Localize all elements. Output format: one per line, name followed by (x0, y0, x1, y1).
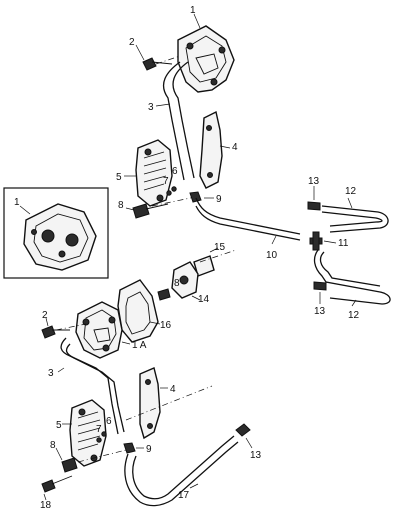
callout-2-bottom: 2 (42, 310, 48, 321)
callout-7-top: 7 (163, 176, 169, 187)
screw-8-top (132, 203, 169, 219)
callout-16: 16 (160, 320, 172, 331)
callout-3-top: 3 (148, 102, 154, 113)
callout-12-mid: 12 (348, 310, 360, 321)
washer-7-top (166, 190, 172, 196)
callout-6-top: 6 (172, 166, 178, 177)
callout-11: 11 (338, 238, 349, 249)
callout-4-bottom: 4 (170, 384, 176, 395)
callout-13-top: 13 (308, 176, 320, 187)
callout-1-top: 1 (190, 5, 196, 16)
fitting-13-mid (313, 281, 327, 291)
callout-17: 17 (178, 490, 190, 501)
callout-8-mid: 8 (174, 278, 180, 289)
gasket-16 (117, 279, 159, 343)
hose-12-lower (313, 249, 391, 305)
tee-fitting-11 (309, 231, 323, 251)
inset-panel (3, 187, 109, 279)
callout-5-top: 5 (116, 172, 122, 183)
callout-2-top: 2 (129, 37, 135, 48)
callout-9-top: 9 (216, 194, 222, 205)
screw-6-bottom (101, 431, 107, 437)
callout-14: 14 (198, 294, 210, 305)
connector-9-bottom (123, 442, 136, 454)
bolt-18 (41, 475, 73, 493)
bracket-4-bottom (139, 367, 161, 440)
callout-13-bottom: 13 (250, 450, 262, 461)
washer-7-bottom (96, 437, 102, 443)
fitting-13-bottom (235, 423, 251, 437)
fuel-pump-cover-1A (75, 301, 123, 359)
pump-14 (171, 261, 199, 299)
callout-5-bottom: 5 (56, 420, 62, 431)
callout-1-inset: 1 (14, 197, 20, 208)
callout-13-mid: 13 (314, 306, 326, 317)
callout-8-bottom: 8 (50, 440, 56, 451)
screw-6-top (171, 186, 177, 192)
hose-12-upper (321, 205, 389, 233)
callout-9-bottom: 9 (146, 444, 152, 455)
screw-8-bottom (61, 457, 78, 473)
pump-body-5-bottom (69, 399, 107, 467)
callout-7-bottom: 7 (96, 424, 102, 435)
callout-6-bottom: 6 (106, 416, 112, 427)
pump-body-5-top (135, 139, 173, 207)
callout-4-top: 4 (232, 142, 238, 153)
fitting-13-upper (307, 201, 321, 211)
callout-12-top: 12 (345, 186, 357, 197)
bracket-4-top (199, 110, 223, 189)
fuel-pump-cover-top (177, 25, 235, 93)
callout-3-bottom: 3 (48, 368, 54, 379)
screw-8-mid (157, 288, 171, 301)
connector-9-top (189, 191, 202, 203)
callout-8-top: 8 (118, 200, 124, 211)
callout-15: 15 (214, 242, 226, 253)
callout-1A: 1 A (132, 340, 147, 351)
callout-10: 10 (266, 250, 278, 261)
hose-17 (124, 435, 239, 507)
hose-10 (195, 197, 301, 241)
fitting-2-bottom (41, 325, 70, 339)
fitting-2-top (142, 57, 173, 71)
hose-3-top (163, 61, 195, 181)
callout-18: 18 (40, 500, 52, 511)
hose-3-bottom (60, 337, 125, 435)
